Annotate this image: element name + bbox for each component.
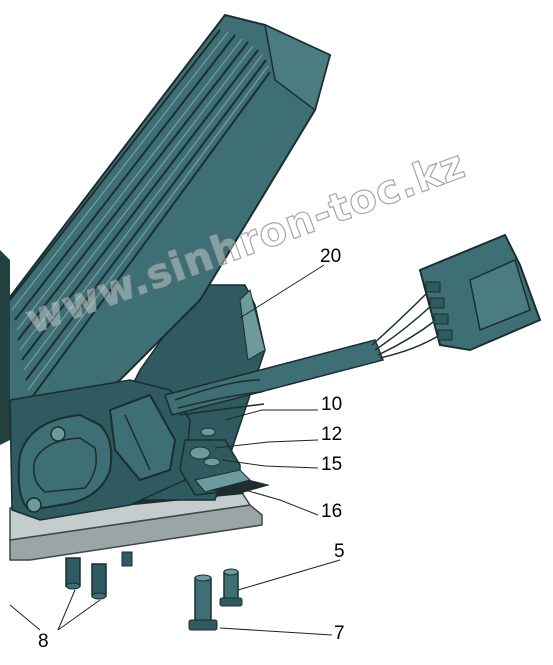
bolt-5: [219, 568, 243, 607]
callout-20: 20: [320, 246, 342, 267]
leader-16: [244, 489, 319, 516]
leader-8a: [57, 589, 76, 631]
callout-7: 7: [334, 623, 345, 644]
harness-connector: [418, 233, 542, 352]
leader-8b: [57, 599, 101, 631]
leader-8c: [9, 604, 41, 631]
callout-16: 16: [321, 501, 343, 522]
callout-10: 10: [321, 394, 343, 415]
leader-12: [214, 439, 319, 449]
leader-20: [239, 264, 325, 319]
sensor-connector: [108, 393, 177, 482]
callout-15: 15: [321, 454, 343, 475]
screw-15: [203, 457, 221, 467]
callout-5: 5: [334, 541, 345, 562]
stud-group-8: [65, 551, 133, 600]
sensor-cover: [17, 413, 113, 513]
lever-bracket: [179, 439, 270, 496]
leader-lines: [9, 264, 341, 636]
leader-5: [237, 559, 341, 591]
screw-12: [200, 427, 216, 437]
pedal-pad: [0, 13, 332, 445]
leader-7: [219, 627, 333, 636]
callout-12: 12: [321, 424, 343, 445]
leader-10: [224, 409, 318, 421]
callout-8: 8: [38, 631, 49, 652]
wiring-harness: [164, 289, 441, 416]
leader-15: [221, 459, 319, 469]
bolt-7: [188, 574, 218, 631]
